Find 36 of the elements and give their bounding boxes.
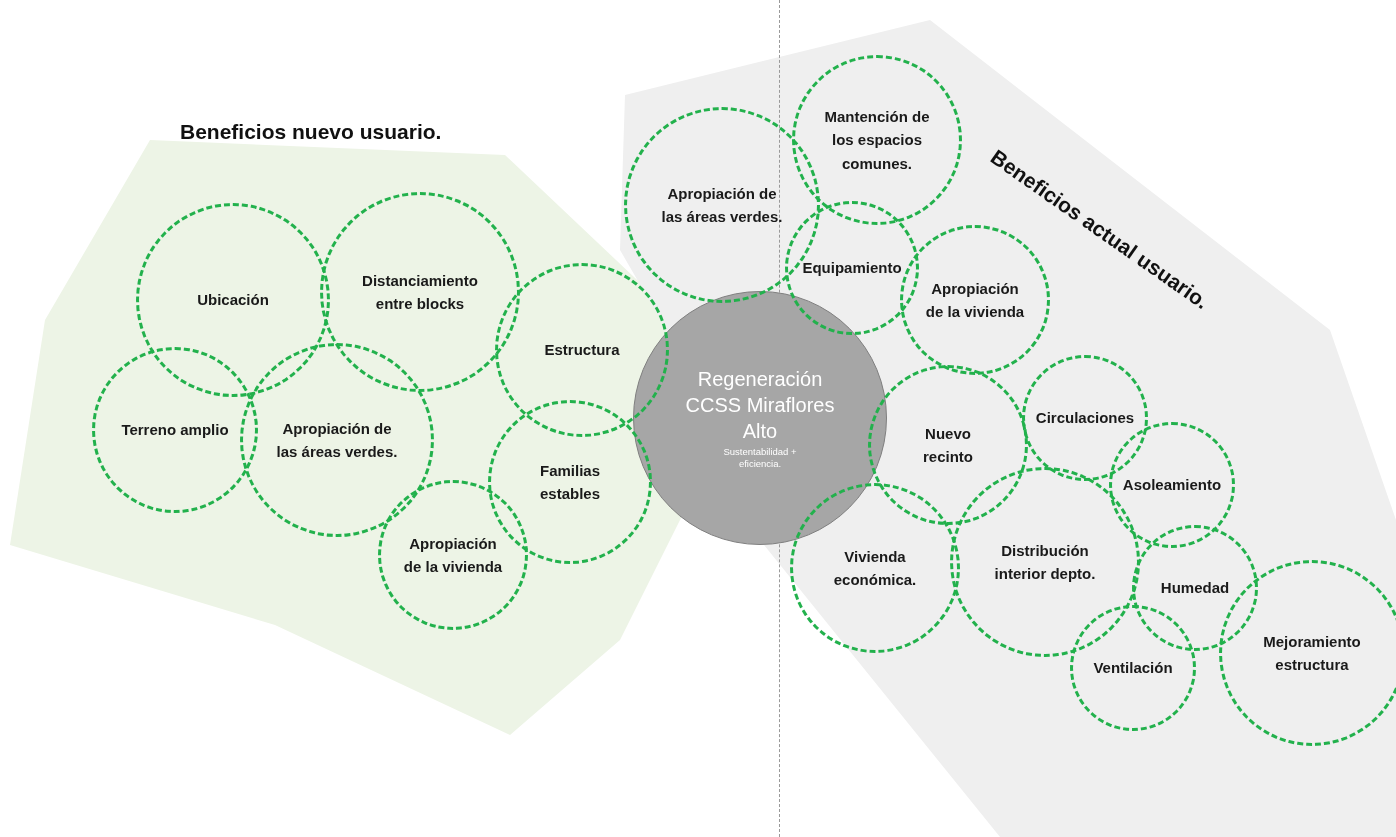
circle-label: Humedad — [1160, 578, 1230, 599]
circle-label: Asoleamiento — [1122, 475, 1222, 496]
circle-label: Familias estables — [538, 460, 601, 504]
dashed-circle — [900, 225, 1050, 375]
circle-label: Equipamiento — [802, 258, 902, 279]
dashed-circle — [792, 55, 962, 225]
dashed-circle — [1070, 605, 1196, 731]
circle-label: Circulaciones — [1035, 408, 1135, 429]
center-title: Regeneración CCSS Miraflores Alto — [684, 366, 836, 444]
circle-label: Ventilación — [1093, 658, 1173, 679]
circle-label: Apropiación de la vivienda — [925, 278, 1025, 322]
dashed-circle — [92, 347, 258, 513]
circle-label: Mejoramiento estructura — [1262, 631, 1362, 675]
circle-label: Distribución interior depto. — [993, 540, 1097, 584]
circle-label: Apropiación de la vivienda — [403, 533, 503, 577]
dashed-circle — [790, 483, 960, 653]
circle-label: Terreno amplio — [121, 420, 229, 441]
dashed-circle — [868, 365, 1028, 525]
center-subtitle: Sustentabilidad + eficiencia. — [722, 445, 798, 471]
dashed-circle — [1132, 525, 1258, 651]
dashed-circle — [785, 201, 919, 335]
circle-label: Nuevo recinto — [922, 423, 974, 467]
dashed-circle — [136, 203, 330, 397]
dashed-circle — [240, 343, 434, 537]
circle-label: Ubicación — [197, 290, 269, 311]
dashed-circle — [1109, 422, 1235, 548]
circle-label: Distanciamiento entre blocks — [361, 270, 479, 314]
circle-label: Apropiación de las áreas verdes. — [660, 183, 784, 227]
circle-label: Vivienda económica. — [832, 546, 918, 590]
dashed-circle — [1022, 355, 1148, 481]
dashed-circle — [320, 192, 520, 392]
section-heading: Beneficios nuevo usuario. — [180, 120, 442, 144]
circle-label: Apropiación de las áreas verdes. — [275, 418, 399, 462]
dashed-circle — [378, 480, 528, 630]
circle-label: Estructura — [544, 340, 620, 361]
circle-label: Mantención de los espacios comunes. — [823, 107, 931, 174]
